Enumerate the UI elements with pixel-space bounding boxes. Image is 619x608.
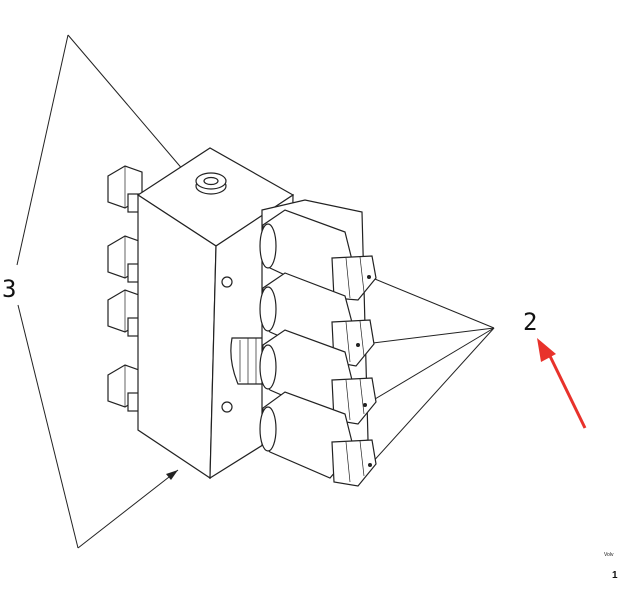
callout-2-label: 2 — [523, 308, 538, 336]
callout-2-leaders — [356, 276, 495, 466]
corner-caption: Volv — [604, 552, 614, 558]
red-arrow-annotation — [537, 338, 587, 429]
side-fittings — [107, 165, 143, 412]
callout-3-label: 3 — [2, 275, 17, 303]
corner-number: 1 — [612, 570, 618, 581]
solenoid-coil-4 — [259, 391, 377, 487]
